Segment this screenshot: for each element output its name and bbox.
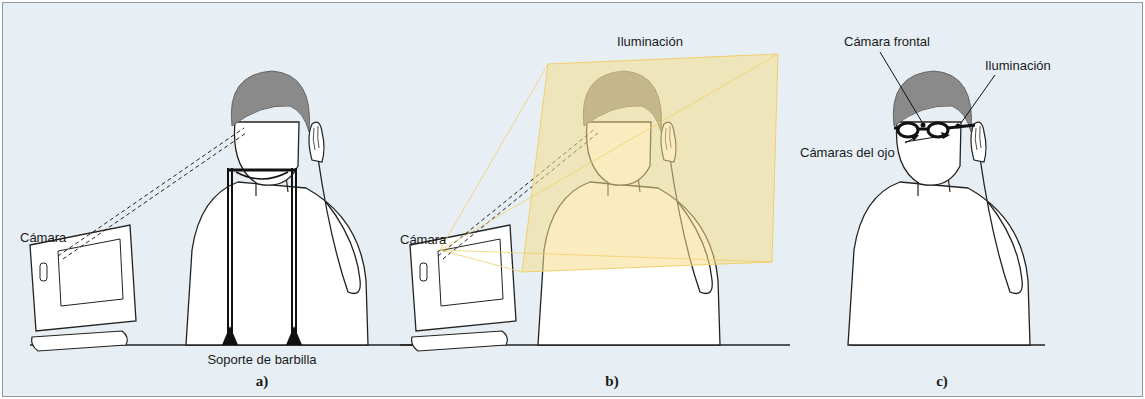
panel-letter: c) [936,372,948,390]
front-camera-label: Cámara frontal [844,34,930,50]
panel-letter: a) [256,372,269,390]
camera-label: Cámara [400,232,446,248]
camera-label: Cámara [20,230,66,246]
chin-rest-label: Soporte de barbilla [207,352,316,368]
illumination-label: Iluminación [617,34,683,50]
illumination-label: Iluminación [985,58,1051,74]
panel-letter: b) [605,372,618,390]
eye-cameras-label: Cámaras del ojo [800,145,895,161]
